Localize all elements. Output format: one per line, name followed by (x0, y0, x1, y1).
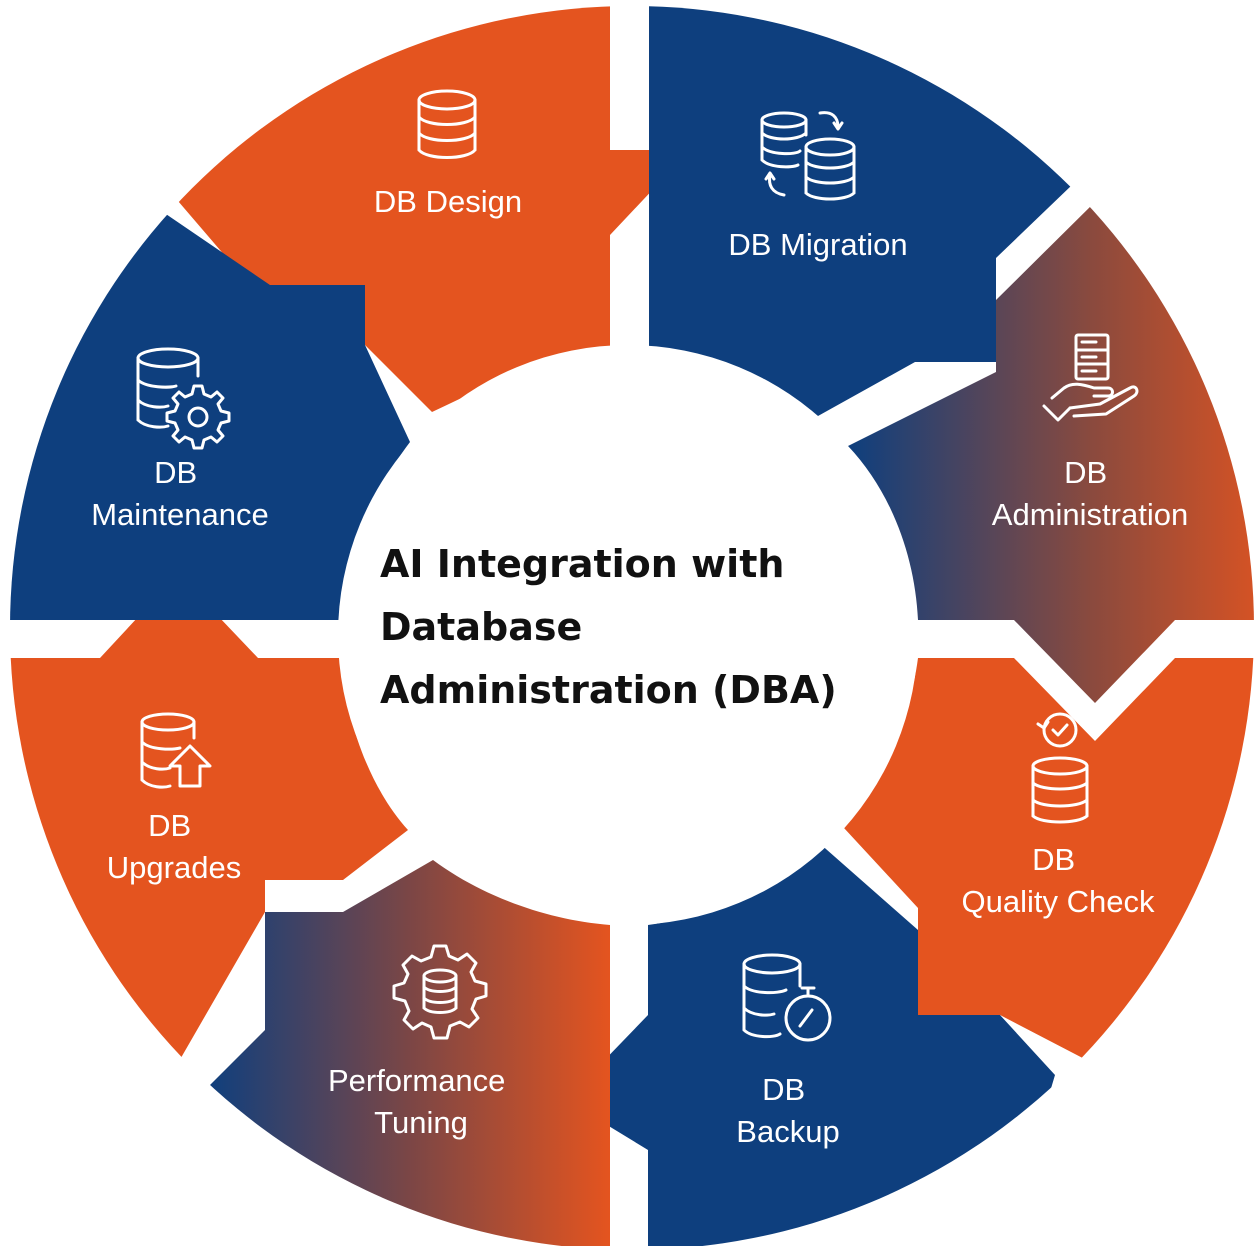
svg-text:DB Maintenance: DB Maintenance (91, 455, 269, 532)
db-upgrades-label-2: Upgrades (107, 850, 241, 885)
center-title: AI Integration with Database Administrat… (380, 542, 837, 712)
svg-text:DB Migration: DB Migration (728, 227, 907, 262)
center-title-line-3: Administration (DBA) (380, 668, 837, 712)
database-timer-icon (742, 953, 832, 1042)
svg-text:DB Upgrades: DB Upgrades (107, 808, 241, 885)
db-maintenance-label-2: Maintenance (91, 497, 269, 532)
performance-tuning-group: Performance Tuning (328, 944, 514, 1140)
db-administration-group: DB Administration (992, 333, 1188, 532)
db-backup-group: DB Backup (736, 953, 840, 1149)
database-settings-icon (136, 347, 231, 450)
performance-tuning-label-1: Performance (328, 1063, 505, 1098)
db-upgrades-group: DB Upgrades (107, 712, 241, 885)
db-quality-check-label-2: Quality Check (962, 884, 1155, 919)
svg-text:DB Backup: DB Backup (736, 1072, 839, 1149)
svg-text:Performance Tuning: Performance Tuning (328, 1063, 514, 1140)
svg-text:DB Administration: DB Administration (992, 455, 1188, 532)
server-hand-icon (1042, 333, 1139, 422)
database-migration-icon (760, 111, 856, 201)
db-backup-label-2: Backup (736, 1114, 839, 1149)
segment-db-backup[interactable] (566, 842, 1055, 1246)
db-upgrades-label-1: DB (148, 808, 191, 843)
database-check-icon (1031, 712, 1089, 824)
db-quality-check-group: DB Quality Check (962, 712, 1155, 919)
db-administration-label-2: Administration (992, 497, 1188, 532)
database-upload-icon (140, 712, 212, 789)
db-migration-label: DB Migration (728, 227, 907, 262)
db-quality-check-label-1: DB (1032, 842, 1075, 877)
performance-tuning-label-2: Tuning (374, 1105, 468, 1140)
svg-text:DB Quality Check: DB Quality Check (962, 842, 1155, 919)
db-design-label: DB Design (374, 184, 522, 219)
svg-text:DB Design: DB Design (374, 184, 522, 219)
segment-db-upgrades[interactable] (0, 574, 408, 1063)
db-backup-label-1: DB (762, 1072, 805, 1107)
center-hub (338, 345, 918, 925)
center-title-line-2: Database (380, 605, 582, 649)
db-maintenance-group: DB Maintenance (91, 347, 269, 532)
db-administration-label-1: DB (1064, 455, 1107, 490)
db-maintenance-label-1: DB (154, 455, 197, 490)
database-icon (417, 89, 477, 159)
db-migration-group: DB Migration (728, 111, 908, 262)
database-gear-icon (392, 944, 488, 1040)
center-title-line-1: AI Integration with (380, 542, 784, 586)
db-design-group: DB Design (374, 89, 522, 219)
segment-performance-tuning[interactable] (205, 860, 610, 1246)
